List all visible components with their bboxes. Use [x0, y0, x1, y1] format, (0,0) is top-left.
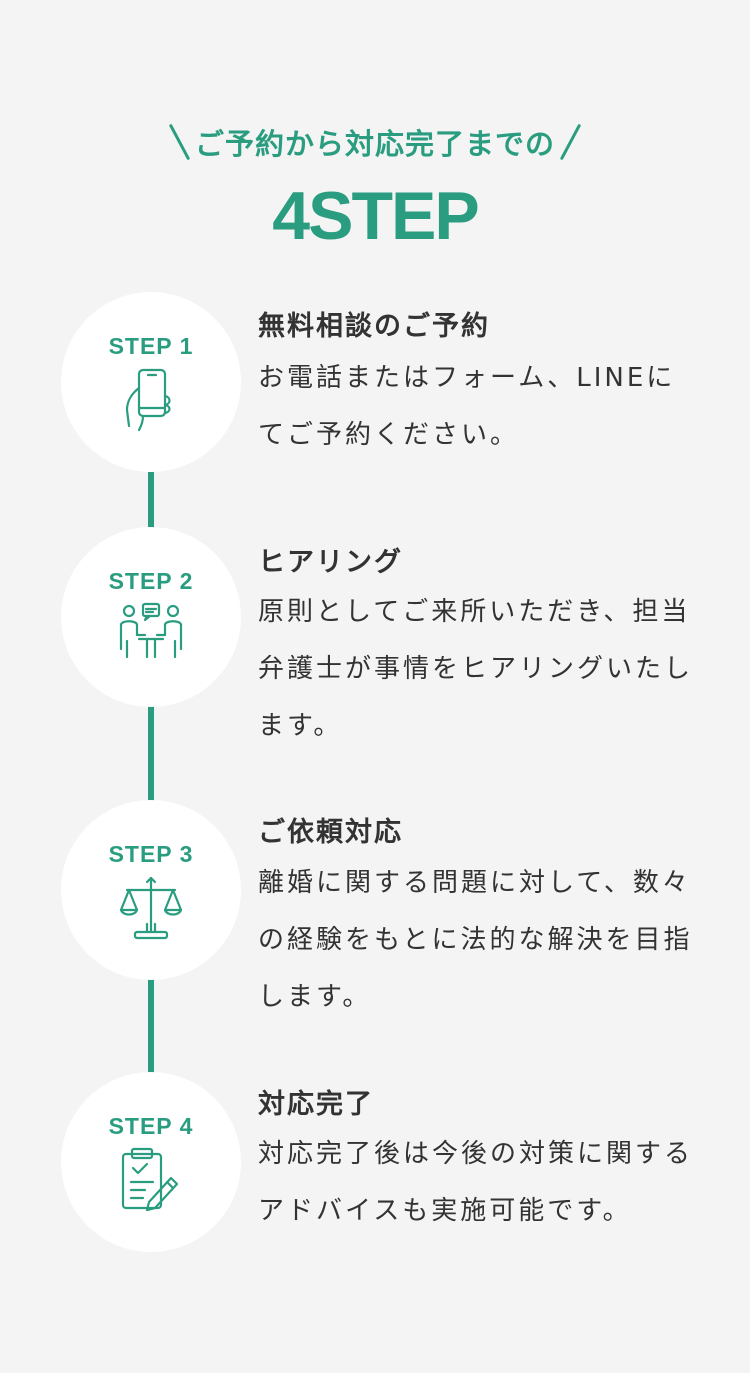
step-title: ご依頼対応 [258, 817, 403, 848]
step-title: 無料相談のご予約 [258, 311, 490, 342]
clipboard-pen-icon [121, 1147, 179, 1212]
slash-left-decoration [168, 123, 191, 161]
step-title: 対応完了 [258, 1089, 374, 1120]
step-description: 対応完了後は今後の対策に関するアドバイスも実施可能です。 [258, 1139, 694, 1226]
step-label: STEP 3 [108, 841, 194, 867]
smartphone-hand-icon [125, 368, 171, 432]
step-label: STEP 2 [108, 568, 194, 594]
step-description: 離婚に関する問題に対して、数々の経験をもとに法的な解決を目指します。 [258, 868, 693, 1012]
step-circle: STEP 2 [61, 527, 241, 707]
section-header: ご予約から対応完了までの 4STEP [0, 112, 750, 256]
step-description: お電話またはフォーム、LINEにてご予約ください。 [258, 363, 676, 450]
step-circle: STEP 4 [61, 1072, 241, 1252]
step-connector-1-2 [148, 472, 154, 532]
step-label: STEP 4 [108, 1113, 194, 1139]
subtitle-row: ご予約から対応完了までの [0, 112, 750, 172]
consultation-meeting-icon [119, 602, 183, 659]
step-circle: STEP 1 [61, 292, 241, 472]
scales-of-justice-icon [119, 876, 183, 940]
step-connector-2-3 [148, 706, 154, 804]
step-title: ヒアリング [258, 547, 403, 578]
step-circle: STEP 3 [61, 800, 241, 980]
section-title: 4STEP [272, 178, 479, 254]
slash-right-decoration [559, 123, 582, 161]
step-description: 原則としてご来所いただき、担当弁護士が事情をヒアリングいたします。 [258, 597, 694, 741]
section-subtitle: ご予約から対応完了までの [194, 127, 555, 161]
step-connector-3-4 [148, 978, 154, 1076]
step-label: STEP 1 [108, 333, 194, 359]
